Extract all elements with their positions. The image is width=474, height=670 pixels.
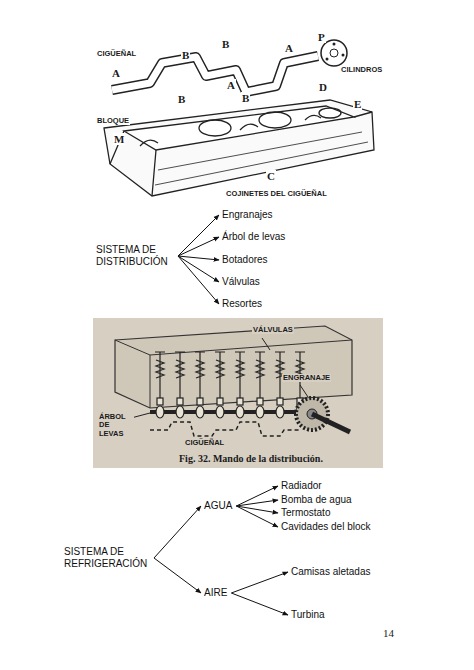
callout-letter: B [177,93,186,105]
callout-letter: B [221,38,230,50]
crankcase-drawing [104,100,374,196]
branch-item: Bomba de agua [280,494,353,506]
node-text: Termostato [281,507,330,519]
valve-gear-drawing [115,326,352,408]
valve-gear-drawing [175,352,185,418]
valve-gear-drawing [93,318,383,468]
figure-caption: Fig. 32. Mando de la distribución. [178,453,324,464]
crankcase-drawing [319,108,341,118]
crankcase-drawing [140,115,321,146]
sub-heading: AGUA [203,500,233,512]
valve-gear-drawing [150,422,300,436]
crankshaft-drawing [326,58,329,61]
callout-letter: P [317,31,326,43]
valve-gear-drawing [235,352,245,418]
branch-arrow [231,593,288,615]
node-text: Bomba de agua [281,494,352,506]
crankshaft-drawing [342,54,345,57]
crankshaft-drawing [333,43,336,46]
branch-arrow [236,500,278,506]
part-label: ENGRANAJE [282,374,331,382]
node-text: SISTEMA DE REFRIGERACIÓN [64,546,150,570]
crankshaft-drawing [321,40,347,66]
node-text: SISTEMA DE DISTRIBUCIÓN [96,244,174,268]
callout-letter: A [226,79,236,91]
callout-letter: A [111,67,121,79]
branch-item: Camisas aletadas [290,566,371,578]
part-label: CIGÜEÑAL [96,50,137,58]
sub-heading: AIRE [203,587,228,599]
node-text: Árbol de levas [222,231,285,243]
part-label: COJINETES DEL CIGÜEÑAL [225,190,328,198]
node-text: Botadores [222,254,268,266]
crankcase-drawing [124,106,354,150]
callout-letter: E [353,98,362,110]
node-text: Resortes [222,298,262,310]
node-text: Cavidades del block [281,521,371,533]
valve-gear-drawing [312,414,350,432]
crankcase-drawing [155,132,368,185]
crankcase-drawing [110,112,372,196]
valve-gear-drawing [155,352,165,418]
node-text: AGUA [204,500,232,512]
valve-gear-drawing [275,352,285,418]
part-label: BLOQUE [96,117,130,125]
branch-arrow [178,256,219,304]
crankcase-drawing [104,100,374,196]
node-text: Válvulas [222,276,260,288]
crankshaft-drawing [112,56,318,92]
part-label: CILINDROS [340,66,383,74]
branch-arrow [154,558,201,593]
branch-arrow [236,506,278,527]
callout-letter: A [284,42,294,54]
branch-item: Resortes [221,298,263,310]
callout-letter: D [318,81,328,93]
crankshaft-drawing [112,56,318,92]
branch-item: Cavidades del block [280,521,372,533]
node-text: Turbina [291,609,325,621]
node-text: Radiador [281,480,322,492]
valve-gear-drawing [115,340,352,408]
branch-item: Termostato [280,507,331,519]
part-label: ÁRBOL DE LEVAS [98,413,134,438]
callout-letter: C [266,170,276,182]
crankcase-drawing [259,112,291,128]
node-text: Engranajes [222,209,273,221]
part-label: VÁLVULAS [252,326,294,334]
branch-arrow [178,237,219,256]
crankshaft-drawing [330,49,338,57]
crankcase-drawing [199,120,231,136]
branch-arrow [178,256,219,282]
system-heading: SISTEMA DE REFRIGERACIÓN [63,546,151,570]
branch-item: Engranajes [221,209,274,221]
branch-item: Árbol de levas [221,231,286,243]
branch-arrow [178,215,219,256]
valve-gear-drawing [195,352,205,418]
branch-item: Radiador [280,480,323,492]
callout-letter: B [181,49,190,61]
page-number: 14 [382,627,395,639]
system-heading: SISTEMA DE DISTRIBUCIÓN [95,244,175,268]
branch-item: Botadores [221,254,269,266]
branch-arrow [231,572,288,593]
valve-gear-drawing [255,352,265,418]
node-text: Camisas aletadas [291,566,370,578]
callout-letter: B [241,92,250,104]
valve-gear-drawing [93,318,383,468]
branch-item: Válvulas [221,276,261,288]
node-text: AIRE [204,587,227,599]
callout-letter: M [113,133,125,145]
branch-arrow [154,506,201,558]
part-label: CIGÜEÑAL [184,439,225,447]
valve-gear-drawing [215,352,225,418]
branch-arrow [236,486,278,506]
branch-item: Turbina [290,609,326,621]
